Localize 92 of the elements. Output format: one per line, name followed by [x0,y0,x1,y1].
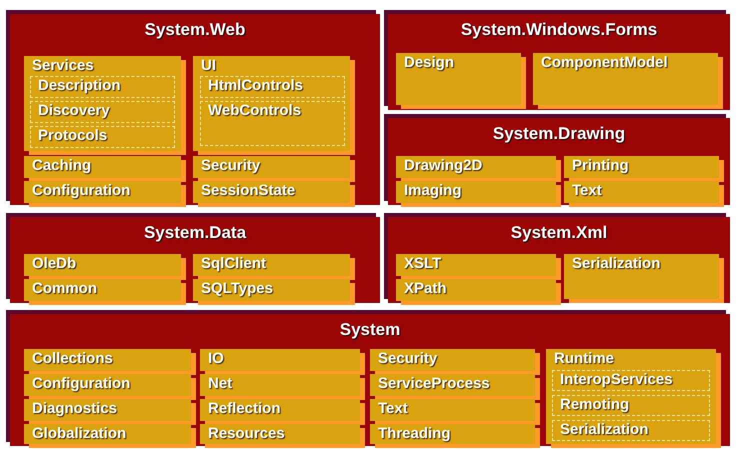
namespace-box [200,424,360,444]
namespace-label: Serialization [572,255,660,272]
namespace-label: Collections [32,350,113,367]
namespace-label: OleDb [32,255,76,272]
namespace-label: Services [32,57,94,74]
namespace-panel [10,217,380,303]
namespace-panel [388,217,730,303]
namespace-panel [10,314,730,446]
namespace-title: System.Web [144,20,246,40]
namespace-box [564,156,719,178]
namespace-box [193,156,350,178]
namespace-label: XSLT [404,255,442,272]
namespace-label: InteropServices [560,371,673,388]
namespace-label: SqlClient [201,255,266,272]
namespace-label: Design [404,54,454,71]
namespace-box [24,254,181,276]
namespace-box [24,374,191,396]
namespace-box [396,53,521,105]
namespace-label: Protocols [38,127,108,144]
namespace-box [24,399,191,421]
namespace-panel [388,14,730,110]
namespace-label: Text [378,400,408,417]
namespace-box [370,349,535,371]
namespace-box [370,374,535,396]
namespace-label: SessionState [201,182,296,199]
namespace-box [24,424,191,444]
namespace-label: Runtime [554,350,614,367]
namespace-box [24,279,181,301]
namespace-box [546,349,716,444]
namespace-box [193,181,350,203]
namespace-box [370,424,535,444]
namespace-label: Resources [208,425,285,442]
namespace-panel [10,14,380,205]
namespace-label: Net [208,375,232,392]
namespace-box [396,181,556,203]
namespace-label: Serialization [560,421,648,438]
namespace-label: Security [201,157,260,174]
namespace-label: Drawing2D [404,157,482,174]
namespace-box [193,279,350,301]
namespace-box [370,399,535,421]
namespace-box [24,181,181,203]
namespace-label: Caching [32,157,92,174]
namespace-box [200,399,360,421]
namespace-title: System [338,320,402,340]
namespace-label: Text [572,182,602,199]
namespace-label: Printing [572,157,629,174]
sub-namespace-box [552,395,710,416]
namespace-label: ComponentModel [541,54,668,71]
sub-namespace-box [30,126,175,148]
namespace-title: System.Xml [510,223,608,243]
namespace-label: HtmlControls [208,77,303,94]
sub-namespace-box [552,420,710,441]
namespace-title: System.Data [142,223,248,243]
namespace-box [564,181,719,203]
sub-namespace-box [30,101,175,123]
namespace-title: System.Drawing [492,124,626,144]
namespace-label: Configuration [32,375,130,392]
namespace-label: Common [32,280,97,297]
namespace-label: IO [208,350,224,367]
namespace-label: Imaging [404,182,462,199]
namespace-box [564,254,719,299]
namespace-label: Security [378,350,438,367]
namespace-label: ServiceProcess [378,375,490,392]
namespace-box [24,349,191,371]
namespace-box [396,279,556,301]
namespace-box [193,56,350,151]
namespace-label: Description [38,77,121,94]
namespace-label: SQLTypes [201,280,273,297]
namespace-label: Threading [378,425,451,442]
namespace-box [24,156,181,178]
namespace-box [24,56,181,151]
sub-namespace-box [552,370,710,391]
namespace-box [396,156,556,178]
namespace-label: Globalization [32,425,126,442]
namespace-label: Configuration [32,182,130,199]
sub-namespace-box [200,101,345,146]
namespace-box [533,53,718,105]
namespace-panel [388,118,730,205]
namespace-label: UI [201,57,216,74]
namespace-box [200,349,360,371]
namespace-label: Diagnostics [32,400,118,417]
namespace-label: Discovery [38,102,110,119]
namespace-label: Remoting [560,396,630,413]
sub-namespace-box [200,76,345,98]
namespace-label: XPath [404,280,447,297]
namespace-box [193,254,350,276]
namespace-title: System.Windows.Forms [460,20,658,40]
sub-namespace-box [30,76,175,98]
namespace-box [396,254,556,276]
namespace-label: WebControls [208,102,302,119]
namespace-box [200,374,360,396]
namespace-label: Reflection [208,400,281,417]
